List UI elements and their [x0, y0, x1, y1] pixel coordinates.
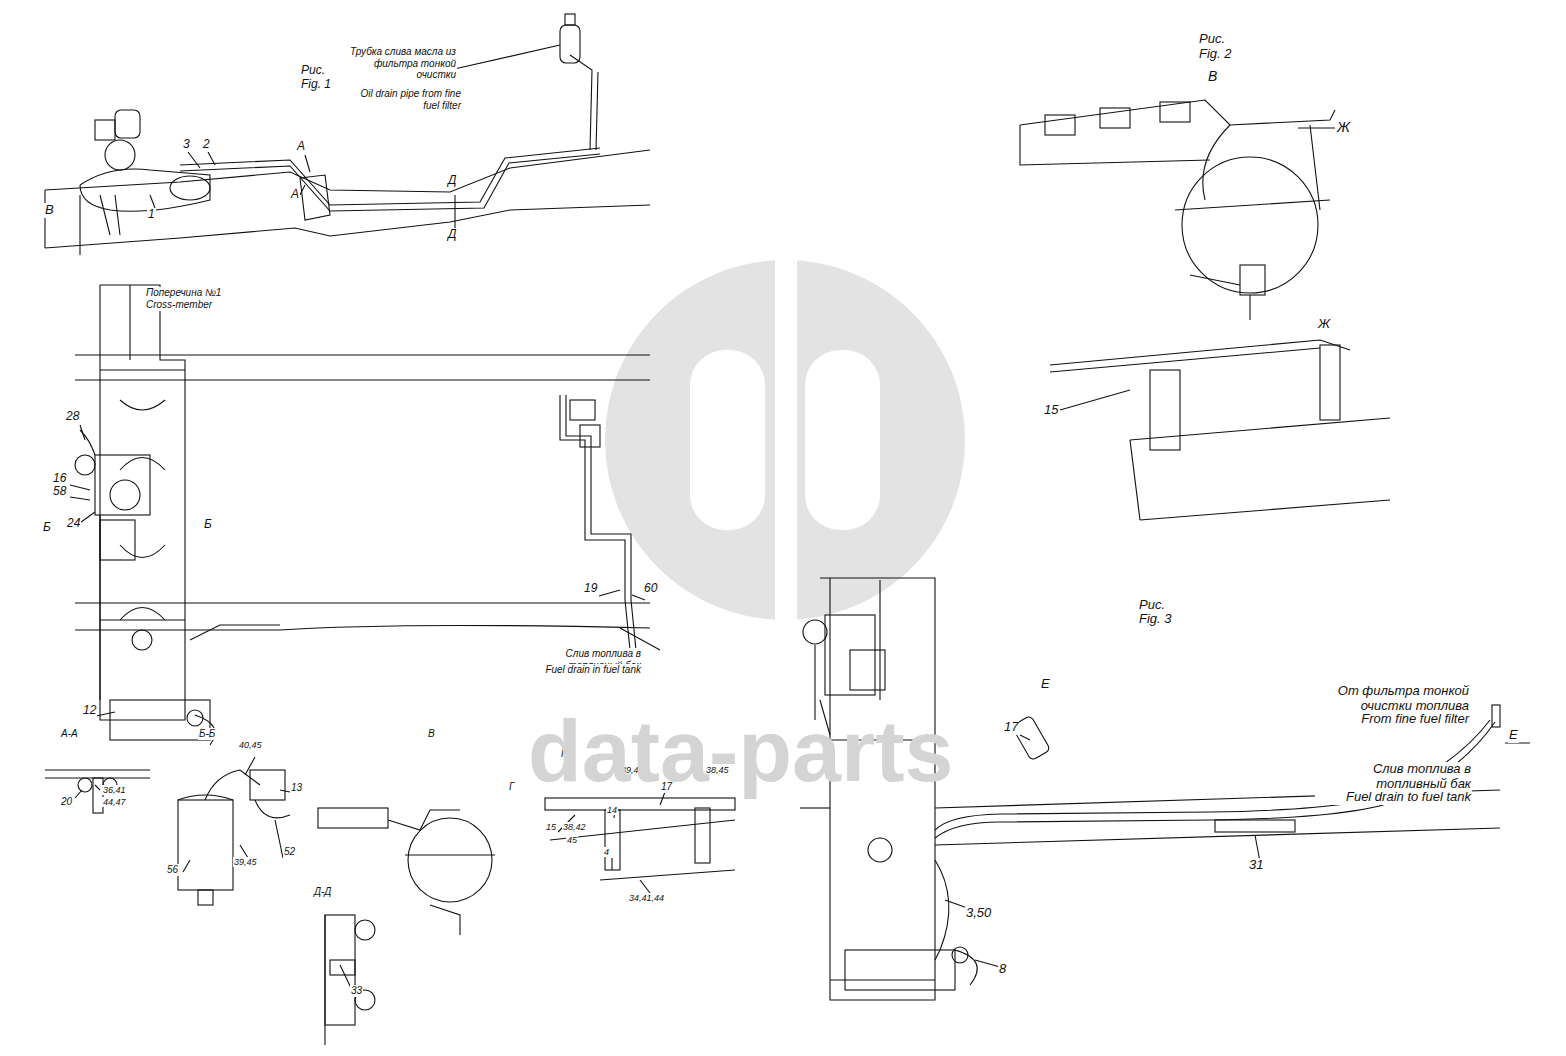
- part-label: 31: [1248, 858, 1264, 873]
- part-label: Fig. 2: [1198, 47, 1233, 62]
- part-label: Рис.: [1198, 32, 1226, 47]
- part-label: 20: [60, 796, 73, 808]
- section-views: [45, 770, 735, 1045]
- part-label: 36,41: [102, 785, 127, 795]
- part-label: 12: [82, 704, 97, 718]
- part-label: Е: [1040, 677, 1051, 692]
- frame-side-view: [45, 14, 650, 255]
- watermark-text: data-parts: [528, 700, 953, 801]
- part-label: From fine fuel filter: [1318, 712, 1470, 727]
- part-label: 17: [1003, 720, 1019, 735]
- part-label: Г: [508, 781, 515, 793]
- part-label: Fuel drain in fuel tank: [515, 664, 642, 676]
- part-label: 4: [603, 847, 610, 857]
- watermark-logo: [605, 255, 965, 625]
- part-label: 8: [998, 962, 1007, 977]
- part-label: Д: [447, 174, 457, 188]
- part-label: А: [290, 188, 300, 202]
- part-label: 34,41,44: [628, 893, 665, 903]
- part-label: 3,50: [965, 906, 992, 921]
- part-label: 40,45: [238, 740, 263, 750]
- part-label: 28: [65, 410, 80, 424]
- part-label: Трубка слива масла из фильтра тонкой очи…: [340, 46, 457, 81]
- part-label: Fig. 1: [300, 78, 332, 92]
- part-label: В: [1207, 68, 1218, 84]
- part-label: Д-Д: [313, 886, 332, 898]
- part-label: 24: [66, 517, 81, 531]
- part-label: Cross-member: [145, 299, 213, 311]
- part-label: Слив топлива в топливный бак: [1345, 762, 1472, 792]
- part-label: Ж: [1317, 317, 1331, 332]
- part-label: В: [427, 728, 436, 740]
- part-label: 39,45: [233, 857, 258, 867]
- part-label: 15: [545, 822, 557, 832]
- part-label: Ж: [1336, 119, 1351, 135]
- part-label: 38,42: [562, 822, 587, 832]
- part-label: Поперечина №1: [145, 287, 222, 299]
- part-label: 58: [52, 485, 67, 499]
- part-label: Oil drain pipe from fine fuel filter: [345, 88, 462, 111]
- part-label: 1: [147, 208, 156, 222]
- part-label: Б: [203, 518, 213, 532]
- part-label: В: [44, 203, 55, 218]
- part-label: Рис.: [300, 64, 326, 78]
- part-label: 2: [202, 138, 211, 152]
- part-label: 16: [52, 472, 67, 486]
- part-label: 52: [283, 846, 296, 858]
- part-label: 56: [166, 864, 179, 876]
- part-label: От фильтра тонкой очистки топлива: [1318, 684, 1470, 714]
- part-label: 60: [643, 582, 658, 596]
- part-label: Fuel drain to fuel tank: [1315, 790, 1472, 805]
- leader-lines: [70, 45, 1530, 990]
- part-label: Д: [447, 228, 457, 242]
- part-label: А-А: [60, 728, 79, 740]
- part-label: 19: [583, 582, 598, 596]
- part-label: 44,47: [102, 797, 127, 807]
- part-label: 45: [566, 835, 578, 845]
- part-label: 13: [290, 782, 303, 794]
- part-label: Рис.: [1138, 598, 1166, 613]
- part-label: Е: [1508, 728, 1519, 743]
- part-label: Fig. 3: [1138, 612, 1173, 627]
- part-label: 3: [182, 138, 191, 152]
- part-label: Б: [42, 521, 52, 535]
- part-label: Б-Б: [198, 728, 216, 740]
- fig2-bracket: [1020, 100, 1390, 520]
- part-label: 15: [1043, 403, 1059, 418]
- part-label: 33: [350, 985, 363, 997]
- part-label: 14: [606, 805, 618, 815]
- frame-plan-view: [75, 285, 660, 745]
- part-label: А: [296, 140, 306, 154]
